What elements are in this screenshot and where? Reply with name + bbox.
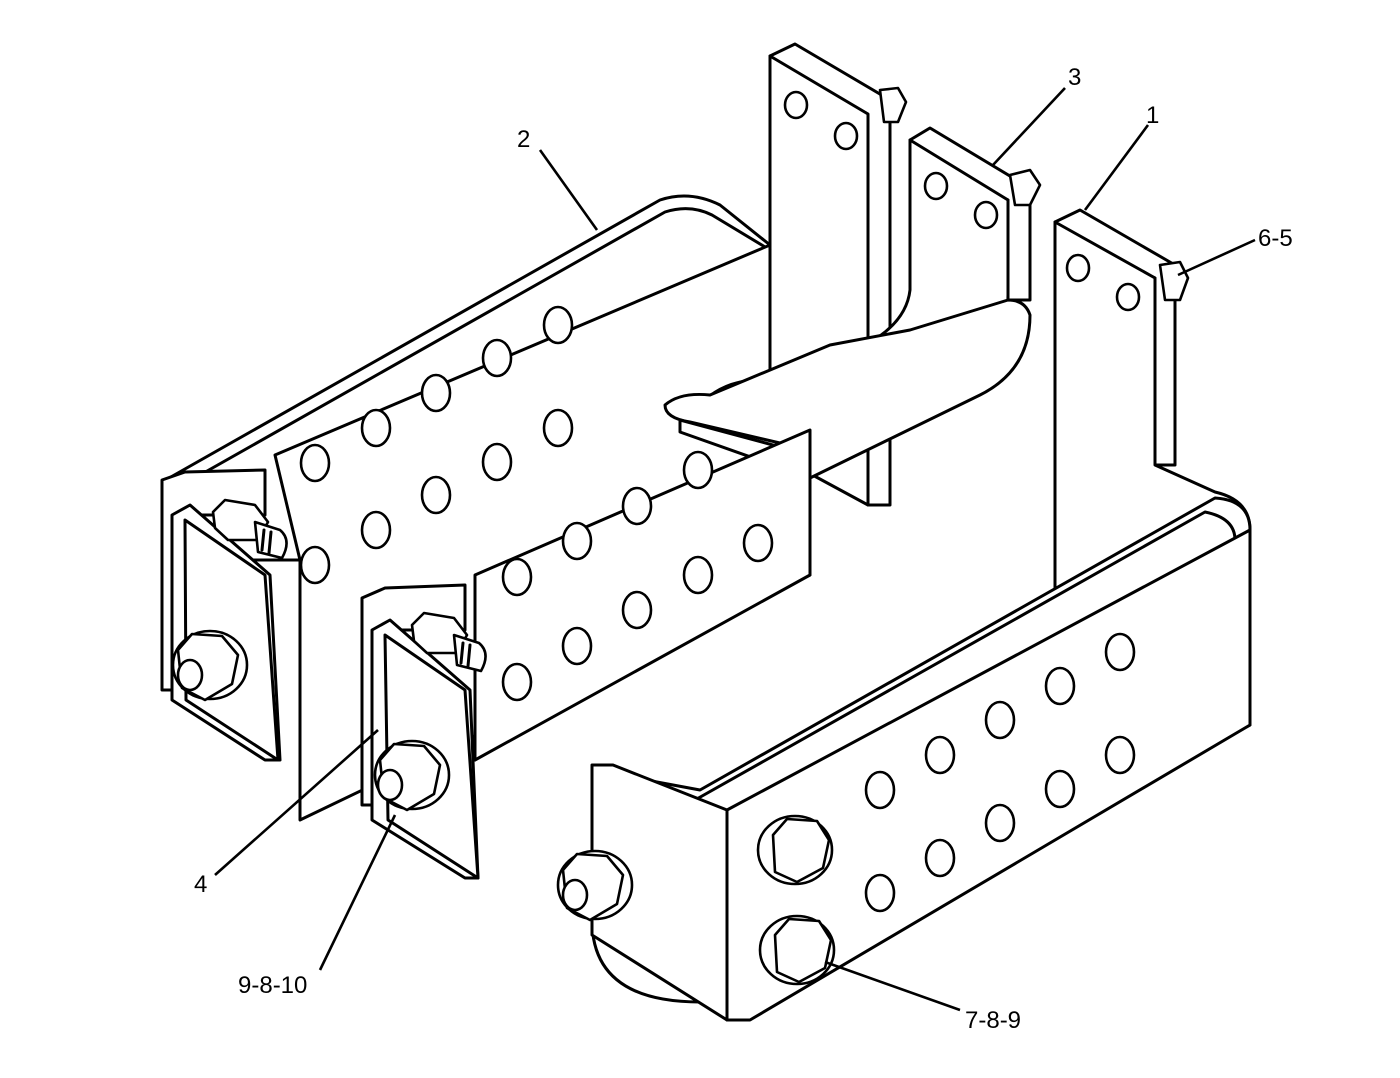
leader-1 [1083,124,1150,211]
callout-4: 4 [194,871,207,898]
callout-labels: 1 2 3 4 6-5 7-8-9 9-8-10 [194,64,1293,1034]
bracket-2-bolt-upper [211,498,288,560]
bracket-3-holes [501,450,774,702]
bracket-3-bolt-lower [373,739,451,812]
callout-1: 1 [1146,102,1159,129]
bracket-3-bolt-upper [410,611,487,673]
callout-3: 3 [1068,64,1081,91]
bracket-3 [360,126,1032,880]
bracket-1-bolt-end [556,849,634,922]
bracket-1-holes [864,632,1136,913]
bracket-1-bolt-upper [756,814,834,886]
callout-2: 2 [517,126,530,153]
bracket-1-bolt-lower [758,914,836,986]
callout-6-5: 6-5 [1258,225,1293,252]
bracket-1 [556,86,1252,1022]
leader-3 [992,87,1066,166]
callout-9-8-10: 9-8-10 [238,972,307,999]
bracket-2-holes [299,305,574,585]
leader-6-5 [1177,238,1256,277]
leader-lines [214,87,1256,1012]
leader-4 [214,729,379,876]
callout-7-8-9: 7-8-9 [965,1007,1021,1034]
leader-7-8-9 [824,960,961,1012]
leader-2 [538,149,599,231]
bracket-2-bolt-lower [171,629,249,702]
leader-9-8-10 [318,814,397,971]
